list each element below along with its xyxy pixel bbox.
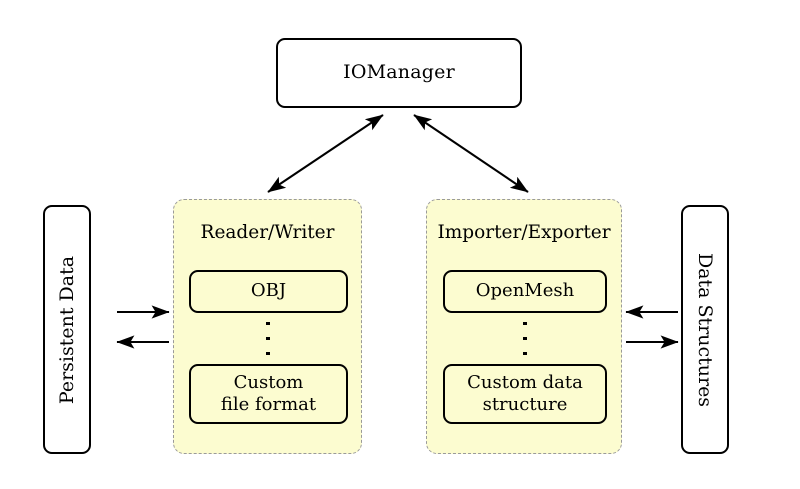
ellipsis-reader-writer [258, 322, 278, 355]
arrow-manager-importerexporter [413, 114, 529, 193]
custom-data-structure-line1: Custom data [467, 371, 583, 393]
group-reader-writer-title: Reader/Writer [200, 222, 335, 243]
group-importer-exporter-title: Importer/Exporter [437, 222, 611, 243]
node-openmesh[interactable]: OpenMesh [443, 270, 607, 313]
iomanager-label: IOManager [343, 61, 455, 84]
custom-file-format-label: Custom file format [221, 372, 316, 417]
custom-file-format-line1: Custom [233, 371, 304, 393]
node-custom-data-structure[interactable]: Custom data structure [443, 364, 607, 424]
custom-file-format-line2: file format [220, 394, 317, 415]
arrow-manager-readerwriter [267, 114, 384, 193]
node-persistent-data[interactable]: Persistent Data [43, 205, 91, 454]
node-data-structures[interactable]: Data Structures [681, 205, 729, 454]
obj-label: OBJ [250, 280, 287, 302]
node-custom-file-format[interactable]: Custom file format [189, 364, 348, 424]
group-importer-exporter[interactable]: Importer/Exporter OpenMesh Custom data s… [426, 199, 622, 454]
ellipsis-importer-exporter [515, 322, 535, 355]
persistent-data-label: Persistent Data [56, 255, 78, 404]
node-iomanager[interactable]: IOManager [276, 38, 522, 108]
openmesh-label: OpenMesh [475, 280, 575, 302]
group-reader-writer[interactable]: Reader/Writer OBJ Custom file format [173, 199, 362, 454]
data-structures-label: Data Structures [694, 252, 716, 407]
custom-data-structure-line2: structure [482, 394, 568, 415]
custom-data-structure-label: Custom data structure [467, 372, 583, 417]
node-obj[interactable]: OBJ [189, 270, 348, 313]
